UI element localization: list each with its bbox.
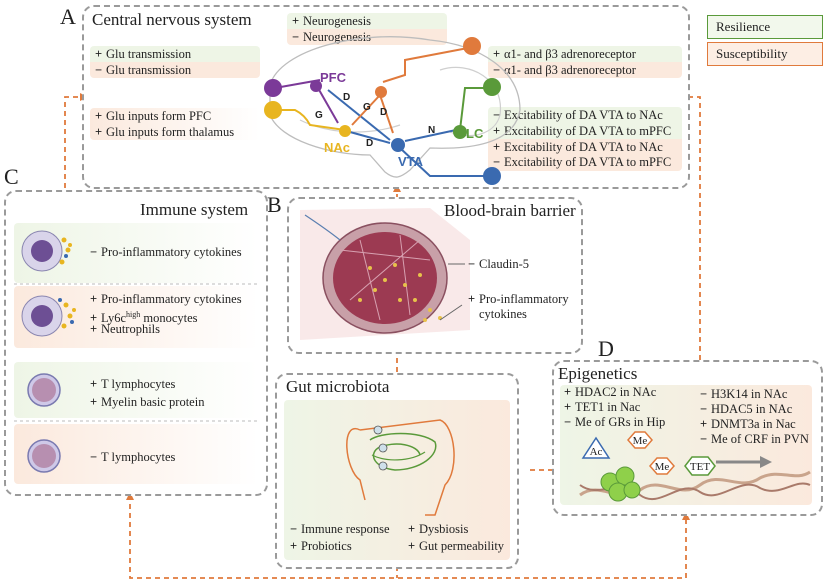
panel-a-letter: A xyxy=(60,4,76,29)
immune-r3-item-1: +T lymphocytes xyxy=(90,377,176,391)
panel-b-letter: B xyxy=(267,192,282,217)
immune-r4-item: −T lymphocytes xyxy=(90,450,176,464)
arrow-bottom-loop xyxy=(129,495,687,579)
gut-right-2: +Gut permeability xyxy=(408,539,505,553)
adreno-line-2: −α1- and β3 adrenoreceptor xyxy=(493,63,636,77)
legend-susceptibility-label: Susceptibility xyxy=(716,46,788,61)
epi-left-3: −Me of GRs in Hip xyxy=(564,415,666,429)
nac-label: NAc xyxy=(324,140,350,155)
cns-title: Central nervous system xyxy=(92,10,252,29)
arrow-immune-to-cns xyxy=(64,96,80,188)
adreno-green-node xyxy=(483,78,501,96)
tet-tag xyxy=(684,456,716,476)
immune-title: Immune system xyxy=(140,200,249,219)
glu-input-line-2: +Glu inputs form thalamus xyxy=(95,125,235,139)
neuro-line-1: +Neurogenesis xyxy=(292,14,372,28)
bbb-title: Blood-brain barrier xyxy=(444,201,576,220)
me-label-1: Me xyxy=(633,435,648,447)
ac-tag xyxy=(581,436,611,459)
me-tag-1 xyxy=(627,431,653,449)
epi-right-2: −HDAC5 in NAc xyxy=(700,402,793,416)
thalamus-projection-node xyxy=(264,101,282,119)
excite-line-1: −Excitability of DA VTA to NAc xyxy=(493,108,663,122)
edge-d3: D xyxy=(366,138,373,149)
lc-label: LC xyxy=(466,126,484,141)
legend-resilience-label: Resilience xyxy=(716,19,771,34)
edge-g2: G xyxy=(363,102,371,113)
epi-left-2: +TET1 in Nac xyxy=(564,400,641,414)
neuro-line-2: −Neurogenesis xyxy=(292,30,372,44)
orange-node xyxy=(375,86,387,98)
gut-right-1: +Dysbiosis xyxy=(408,522,469,536)
me-tag-2 xyxy=(649,457,675,475)
glu-line-2: −Glu transmission xyxy=(95,63,192,77)
ac-label: Ac xyxy=(590,446,603,458)
excitability-box: −Excitability of DA VTA to NAc +Excitabi… xyxy=(488,107,682,171)
epi-right-3: +DNMT3a in Nac xyxy=(700,417,796,431)
excitability-blue-node xyxy=(483,167,501,185)
neurogenesis-box: +Neurogenesis −Neurogenesis xyxy=(287,13,447,45)
vta-node xyxy=(391,138,405,152)
edge-d2: D xyxy=(380,107,387,118)
pfc-label: PFC xyxy=(320,70,347,85)
gut-title: Gut microbiota xyxy=(286,377,390,396)
excite-line-2: +Excitability of DA VTA to mPFC xyxy=(493,124,672,138)
arrow-epi-to-cns xyxy=(686,96,701,360)
cerebellum-outline xyxy=(439,66,502,137)
panel-c-letter: C xyxy=(4,164,19,189)
epi-right-4: −Me of CRF in PVN xyxy=(700,432,809,446)
immune-r3-item-2: +Myelin basic protein xyxy=(90,395,205,409)
vta-label: VTA xyxy=(398,154,424,169)
nac-node xyxy=(339,125,351,137)
immune-r2-item-3: +Neutrophils xyxy=(90,322,161,336)
immune-r1-item: −Pro-inflammatory cytokines xyxy=(90,245,242,259)
edge-g1: G xyxy=(315,110,323,121)
glu-transmission-box: +Glu transmission −Glu transmission xyxy=(90,46,260,78)
brain-outline xyxy=(269,36,521,178)
adrenoreceptor-box: +α1- and β3 adrenoreceptor −α1- and β3 a… xyxy=(488,46,682,78)
legend-resilience: Resilience xyxy=(707,15,823,39)
epi-right-1: −H3K14 in NAc xyxy=(700,387,788,401)
bbb-cytokines-1: +Pro-inflammatory xyxy=(468,292,569,306)
lc-node xyxy=(453,125,467,139)
glu-inputs-box: +Glu inputs form PFC +Glu inputs form th… xyxy=(90,108,260,140)
adreno-orange-node xyxy=(463,37,481,55)
panel-d-letter: D xyxy=(598,336,614,361)
adreno-line-1: +α1- and β3 adrenoreceptor xyxy=(493,47,636,61)
pfc-projection-node xyxy=(264,79,282,97)
edge-d1: D xyxy=(343,92,350,103)
edge-n: N xyxy=(428,125,435,136)
excite-line-3: +Excitability of DA VTA to NAc xyxy=(493,140,663,154)
gut-left-1: −Immune response xyxy=(290,522,390,536)
tet-label: TET xyxy=(690,461,710,473)
immune-r2-item-2: +Ly6chigh monocytes xyxy=(90,310,198,326)
bbb-cytokines-2: cytokines xyxy=(479,307,527,321)
me-label-2: Me xyxy=(655,461,670,473)
glu-line-1: +Glu transmission xyxy=(95,47,192,61)
epi-title: Epigenetics xyxy=(558,364,638,383)
bbb-claudin: −Claudin-5 xyxy=(468,257,529,271)
immune-r2-item-1: +Pro-inflammatory cytokines xyxy=(90,292,242,306)
glu-input-line-1: +Glu inputs form PFC xyxy=(95,109,212,123)
legend-susceptibility: Susceptibility xyxy=(707,42,823,66)
gut-bg xyxy=(284,400,510,560)
gut-left-2: +Probiotics xyxy=(290,539,352,553)
excite-line-4: −Excitability of DA VTA to mPFC xyxy=(493,155,672,169)
epi-left-1: +HDAC2 in NAc xyxy=(564,385,657,399)
pfc-node xyxy=(310,80,322,92)
